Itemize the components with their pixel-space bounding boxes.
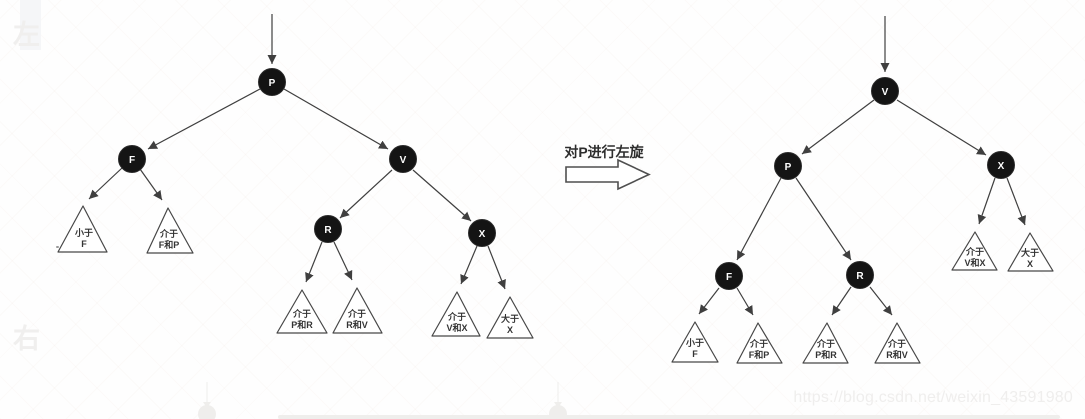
node-letter: P	[269, 78, 276, 89]
node-P: P	[774, 152, 802, 180]
subtree-label: 小于	[685, 337, 704, 348]
block-arrow-shape	[565, 158, 651, 191]
edge-V-X	[412, 169, 472, 222]
subtree-label: F和P	[159, 239, 180, 250]
subtree-P-R: 介于 P和R	[802, 322, 849, 364]
subtree-label: R和V	[346, 319, 368, 330]
subtree-label: 介于	[159, 228, 178, 239]
subtree-lt-F: 小于 F	[57, 205, 108, 253]
edge-P-R	[795, 177, 852, 261]
transform-arrow: 对P进行左旋	[564, 144, 651, 191]
subtree-V-X: 介于 V和X	[431, 291, 481, 337]
node-letter: P	[785, 162, 792, 173]
subtree-R-V: 介于 R和V	[332, 287, 383, 334]
subtree-label: X	[1027, 259, 1033, 269]
edge-P-F	[147, 88, 261, 150]
subtree-label: 大于	[1021, 247, 1039, 258]
node-F: F	[118, 145, 146, 173]
left-tree: 小于 F 介于 F和P 介于 P和R 介于 R和V 介于 V和X	[57, 14, 534, 339]
subtree-label: V和X	[446, 322, 467, 333]
node-letter: X	[479, 229, 486, 240]
subtree-V-X: 介于 V和X	[951, 231, 998, 271]
node-V: V	[871, 77, 899, 105]
subtree-label: V和X	[964, 257, 985, 268]
node-V: V	[389, 145, 417, 173]
node-X: X	[468, 219, 496, 247]
subtree-label: 介于	[749, 338, 768, 349]
edge-F-t2	[139, 168, 163, 201]
edge-V-R	[339, 169, 393, 219]
subtree-P-R: 介于 P和R	[276, 289, 328, 334]
subtree-gt-X: 大于 X	[486, 296, 534, 339]
subtree-label: X	[507, 325, 513, 335]
subtree-label: 介于	[447, 311, 466, 322]
node-letter: F	[129, 155, 135, 166]
edge-R-t4	[333, 241, 353, 281]
subtree-R-V: 介于 R和V	[874, 322, 921, 364]
node-F: F	[715, 262, 743, 290]
node-P: P	[258, 68, 286, 96]
bottom-ghost-artifacts	[198, 382, 1060, 419]
edge-R-t9	[831, 286, 852, 316]
node-R: R	[314, 215, 342, 243]
node-R: R	[846, 261, 874, 289]
edge-P-V	[283, 88, 389, 150]
edge-X-t5	[460, 245, 478, 285]
edge-X-t11	[977, 177, 996, 225]
subtree-gt-X: 大于 X	[1007, 232, 1054, 272]
edge-R-t3	[305, 241, 323, 283]
subtree-label: P和R	[815, 349, 837, 360]
edge-F-t8	[736, 287, 754, 316]
edge-P-F	[736, 177, 782, 261]
url-watermark: https://blog.csdn.net/weixin_43591980	[793, 389, 1073, 406]
subtree-label: 大于	[501, 313, 519, 324]
node-letter: F	[726, 272, 732, 283]
subtree-label: P和R	[291, 319, 313, 330]
subtree-label: 介于	[347, 308, 366, 319]
subtree-label: 介于	[816, 338, 835, 349]
right-tree: 小于 F 介于 F和P 介于 P和R 介于 R和V 介于 V和X	[671, 16, 1054, 364]
node-X: X	[987, 151, 1015, 179]
edge-V-P	[801, 99, 875, 155]
edge-R-t10	[869, 286, 893, 316]
subtree-label: R和V	[886, 349, 908, 360]
subtree-label: 小于	[74, 227, 93, 238]
node-letter: V	[882, 87, 889, 98]
node-letter: V	[400, 155, 407, 166]
rotation-label: 对P进行左旋	[564, 144, 644, 160]
subtree-label: 介于	[887, 338, 906, 349]
subtree-lt-F: 小于 F	[671, 321, 719, 363]
edge-F-t7	[698, 287, 720, 315]
subtree-label: F和P	[749, 349, 770, 360]
subtree-label: F	[692, 349, 698, 359]
node-letter: R	[324, 225, 332, 236]
subtree-label: F	[81, 239, 87, 249]
edge-X-t12	[1006, 177, 1026, 226]
edge-V-X	[896, 99, 987, 156]
edge-F-t1	[88, 167, 123, 200]
speck-artifact	[56, 246, 59, 248]
node-letter: X	[998, 161, 1005, 172]
subtree-F-P: 介于 F和P	[146, 207, 194, 254]
subtree-label: 介于	[292, 308, 311, 319]
edge-X-t6	[487, 245, 506, 290]
node-letter: R	[856, 271, 864, 282]
subtree-F-P: 介于 F和P	[736, 322, 783, 364]
subtree-label: 介于	[965, 246, 984, 257]
